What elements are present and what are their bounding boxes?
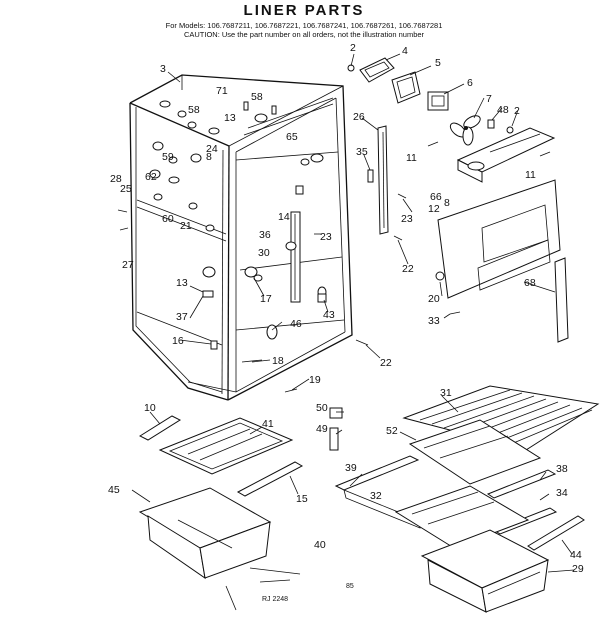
callout-12: 12 [428,203,440,215]
callout-44: 44 [570,549,582,561]
callout-13-top: 13 [224,112,236,124]
callout-46: 46 [290,318,302,330]
callout-24: 24 [206,143,218,155]
callout-65: 65 [286,131,298,143]
callout-7: 7 [486,93,492,105]
callout-15: 15 [296,493,308,505]
callout-32: 32 [370,490,382,502]
callout-43: 43 [323,309,335,321]
callout-40: 40 [314,539,326,551]
model-list: For Models: 106.7687211, 106.7687221, 10… [165,21,443,30]
callout-numbers: 3 2 4 5 6 7 48 2 71 58 58 13 65 26 24 59… [108,42,584,575]
callout-17: 17 [260,293,272,305]
page-number: 85 [346,583,354,590]
callout-31: 31 [440,387,452,399]
callout-20: 20 [428,293,440,305]
callout-5: 5 [435,57,441,69]
callout-11-right: 11 [525,169,536,181]
callout-3: 3 [160,63,166,75]
callout-29: 29 [572,563,584,575]
callout-8-left: 8 [206,151,212,163]
page-header: LINER PARTS For Models: 106.7687211, 106… [0,0,608,39]
control-housing-parts [347,57,569,343]
callout-22-upper: 22 [402,263,414,275]
callout-71: 71 [216,85,228,97]
callout-13-mid: 13 [176,277,188,289]
page-title: LINER PARTS [243,2,365,19]
callout-58-right: 58 [251,91,263,103]
callout-59: 59 [162,151,174,163]
callout-18: 18 [272,355,284,367]
callout-19: 19 [309,374,321,386]
callout-28: 28 [110,173,122,185]
callout-49: 49 [316,423,328,435]
callout-8-right: 8 [444,197,450,209]
liner-cabinet [117,74,369,401]
callout-14: 14 [278,211,290,223]
callout-23-right: 23 [401,213,413,225]
callout-4: 4 [402,45,408,57]
callout-58-left: 58 [188,104,200,116]
callout-39: 39 [345,462,357,474]
callout-36: 36 [259,229,271,241]
callout-26: 26 [353,111,365,123]
callout-50: 50 [316,402,328,414]
callout-35: 35 [356,146,368,158]
caution-note: CAUTION: Use the part number on all orde… [183,30,425,39]
callout-52: 52 [386,425,398,437]
callout-16: 16 [172,335,184,347]
callout-10: 10 [144,402,156,414]
callout-23-left: 23 [320,231,332,243]
callout-68: 68 [524,277,536,289]
callout-6: 6 [467,77,473,89]
callout-45: 45 [108,484,120,496]
callout-21: 21 [180,220,192,232]
diagram-code: RJ 2248 [262,596,288,603]
callout-41: 41 [262,418,274,430]
callout-30: 30 [258,247,270,259]
callout-25: 25 [120,183,132,195]
callout-11-left: 11 [406,152,417,164]
callout-60: 60 [162,213,174,225]
callout-62: 62 [145,171,157,183]
callout-66: 66 [430,191,442,203]
callout-37: 37 [176,311,188,323]
callout-2-right: 2 [514,105,520,117]
callout-38: 38 [556,463,568,475]
callout-2: 2 [350,42,356,54]
shelves-and-crispers [138,385,600,613]
callout-27: 27 [122,259,134,271]
callout-33: 33 [428,315,440,327]
callout-34: 34 [556,487,568,499]
leader-lines [131,53,575,573]
callout-22-lower: 22 [380,357,392,369]
callout-48: 48 [497,104,509,116]
